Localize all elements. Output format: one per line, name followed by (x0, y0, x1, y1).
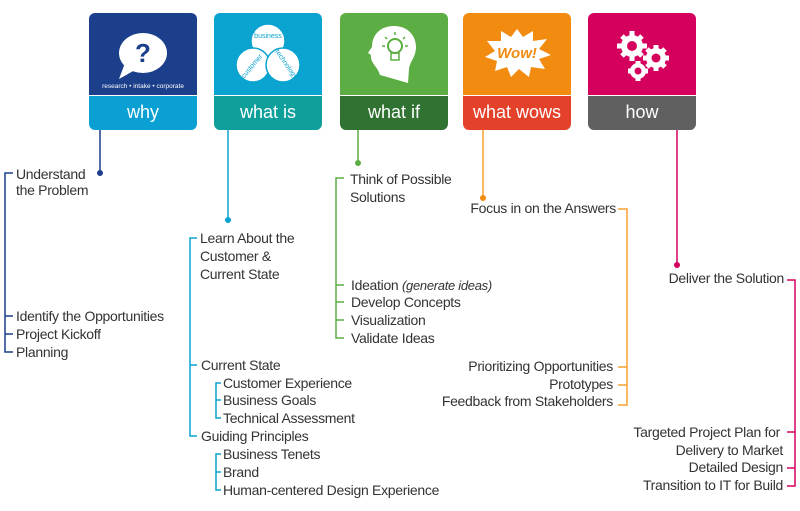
how-item: Targeted Project Plan for (633, 424, 780, 440)
why-item: Planning (16, 344, 69, 360)
tile-what-is-label: what is (214, 96, 322, 130)
what-is-step: Customer & (200, 248, 271, 264)
what-is-step: Current State (200, 266, 280, 282)
what-is-subitem: Customer Experience (223, 375, 352, 391)
wow-text: Wow! (497, 45, 537, 62)
tile-what-if[interactable]: what if (340, 13, 448, 130)
tile-what-wows-top: Wow! (463, 13, 571, 95)
how-connector (676, 130, 796, 487)
tile-how-top (588, 13, 696, 95)
how-step: Deliver the Solution (668, 270, 785, 286)
why-item: Identify the Opportunities (16, 308, 164, 324)
why-step-1b: the Problem (16, 182, 89, 198)
what-if-step: Solutions (350, 189, 405, 205)
what-wows-connector (482, 130, 628, 406)
what-wows-step: Focus in on the Answers (470, 200, 616, 216)
tile-why-label: why (89, 96, 197, 130)
what-if-dot (355, 160, 361, 166)
head-lightbulb-icon (368, 26, 416, 83)
tagline: research • intake • corporate (102, 83, 184, 90)
what-if-item: Develop Concepts (351, 294, 461, 310)
wow-burst-icon (485, 29, 551, 77)
why-step-1: Understand (16, 166, 86, 182)
what-wows-dot (480, 195, 486, 201)
what-is-item: Guiding Principles (201, 428, 309, 444)
how-item: Transition to IT for Build (642, 477, 783, 493)
why-connector (4, 130, 101, 353)
how-dot (674, 262, 680, 268)
venn-business: business (254, 33, 282, 40)
what-is-subitem: Human-centered Design Experience (223, 482, 440, 498)
how-item: Delivery to Market (675, 442, 784, 458)
tile-why-top: ? research • intake • corporate (89, 13, 197, 95)
what-if-item: Validate Ideas (351, 330, 435, 346)
tile-how[interactable]: how (588, 13, 696, 130)
what-is-subitem: Business Goals (223, 392, 317, 408)
tile-what-wows[interactable]: Wow! what wows (463, 13, 571, 130)
tile-what-wows-label: what wows (463, 96, 571, 130)
what-if-connector (335, 130, 359, 339)
ideation-label: Ideation (351, 277, 403, 293)
why-dot (97, 170, 103, 176)
venn-diagram-icon (235, 23, 301, 83)
what-is-subitem: Business Tenets (223, 446, 321, 462)
what-is-step: Learn About the (200, 230, 295, 246)
what-if-item: Ideation (generate ideas) (351, 276, 492, 295)
ideation-note: (generate ideas) (402, 278, 492, 293)
speech-bubble-question-icon: ? (119, 33, 167, 79)
gears-icon (617, 31, 669, 81)
what-if-step: Think of Possible (350, 171, 452, 187)
what-if-item: Visualization (351, 312, 426, 328)
what-wows-item: Prioritizing Opportunities (468, 358, 613, 374)
what-is-item: Current State (201, 357, 281, 373)
tile-what-if-top (340, 13, 448, 95)
what-wows-item: Prototypes (549, 376, 613, 392)
what-is-subitem: Technical Assessment (223, 410, 355, 426)
tile-how-label: how (588, 96, 696, 130)
tile-what-is-top: business customer technology (214, 13, 322, 95)
svg-text:?: ? (135, 38, 151, 68)
what-is-dot (225, 217, 231, 223)
what-is-subitem: Brand (223, 464, 259, 480)
what-wows-item: Feedback from Stakeholders (441, 393, 613, 409)
what-is-connector (189, 130, 229, 491)
tile-what-if-label: what if (340, 96, 448, 130)
tile-what-is[interactable]: business customer technology what is (214, 13, 322, 130)
tile-why[interactable]: ? research • intake • corporate why (89, 13, 197, 130)
how-item: Detailed Design (688, 459, 784, 475)
why-item: Project Kickoff (16, 326, 101, 342)
